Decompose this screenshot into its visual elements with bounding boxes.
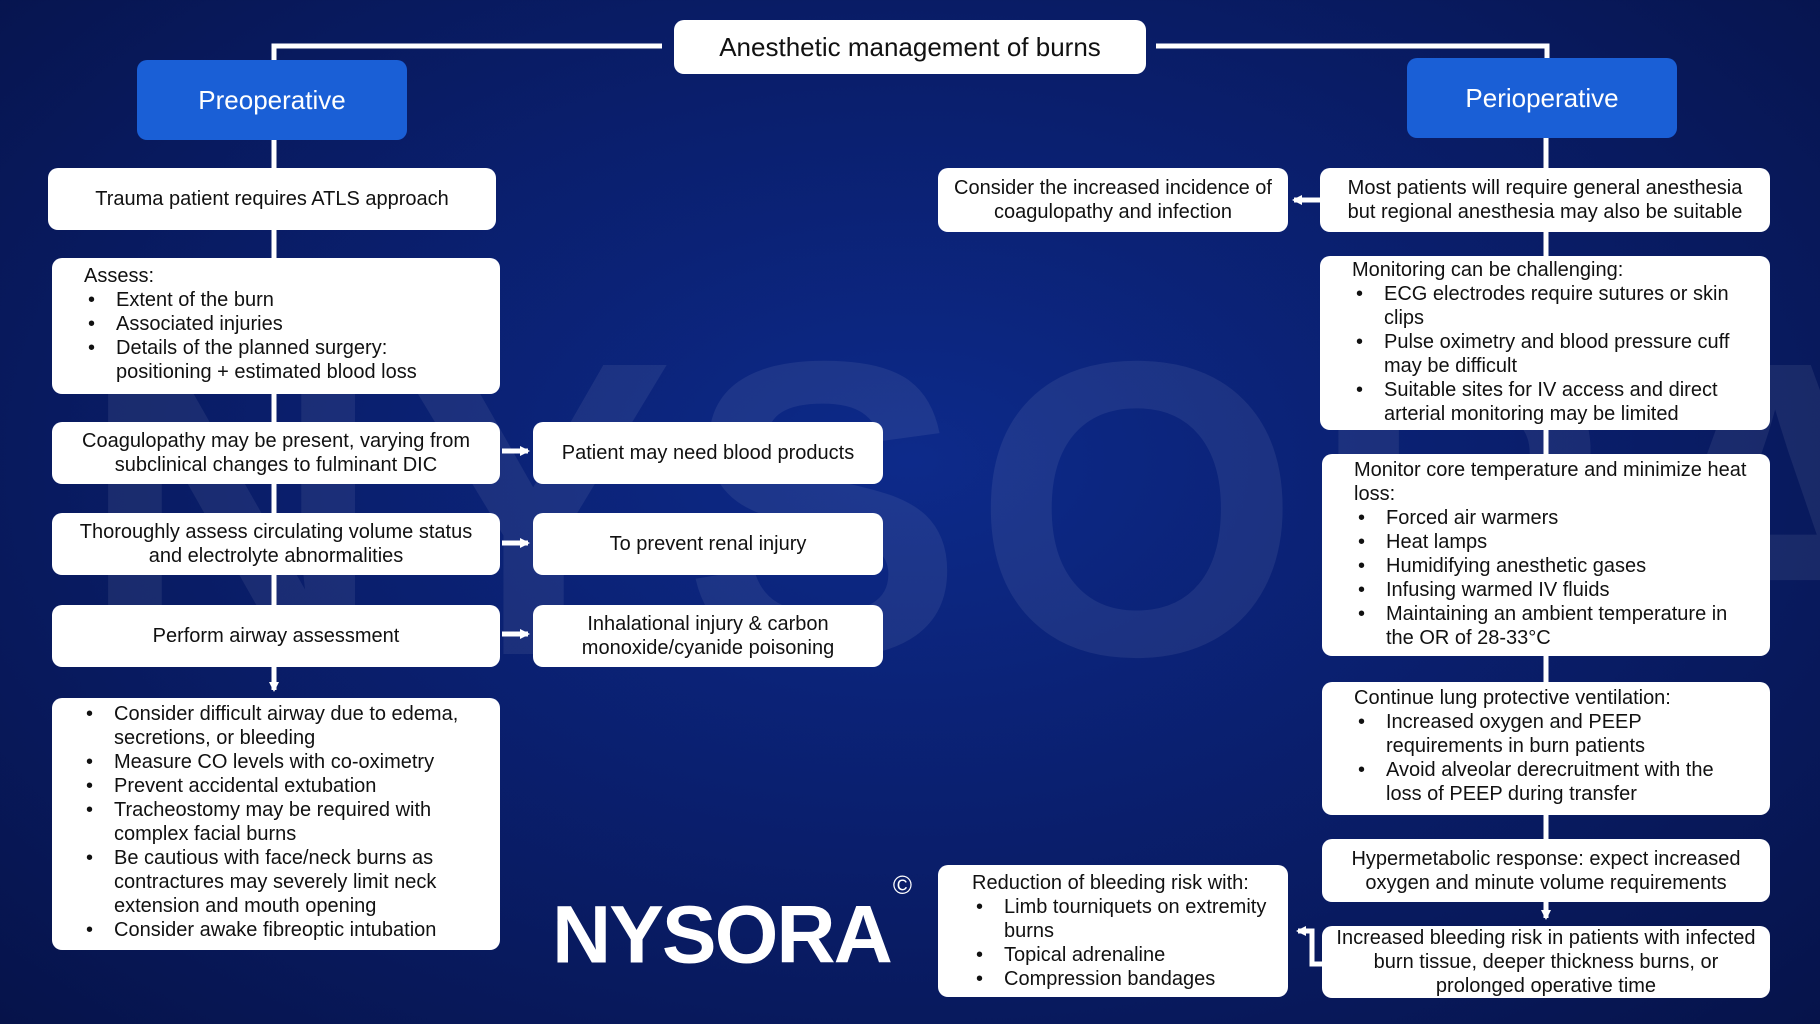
temperature-list: Forced air warmers Heat lamps Humidifyin… xyxy=(1354,506,1754,650)
bleeding-reduction-list: Limb tourniquets on extremity burns Topi… xyxy=(972,895,1272,991)
list-item: Tracheostomy may be required with comple… xyxy=(86,798,484,846)
list-item: Measure CO levels with co-oximetry xyxy=(86,750,484,774)
list-item: Limb tourniquets on extremity burns xyxy=(976,895,1272,943)
coagulopathy-infection-text: Consider the increased incidence of coag… xyxy=(954,177,1272,223)
renal-injury-box: To prevent renal injury xyxy=(533,513,883,575)
renal-injury-text: To prevent renal injury xyxy=(609,533,807,555)
bleeding-risk-text: Increased bleeding risk in patients with… xyxy=(1336,927,1756,997)
coagulopathy-infection-box: Consider the increased incidence of coag… xyxy=(938,168,1288,232)
list-item: ECG electrodes require sutures or skin c… xyxy=(1356,282,1754,330)
atls-box: Trauma patient requires ATLS approach xyxy=(48,168,496,230)
list-item: Forced air warmers xyxy=(1358,506,1754,530)
coagulopathy-text: Coagulopathy may be present, varying fro… xyxy=(82,430,470,476)
assess-box: Assess: Extent of the burn Associated in… xyxy=(52,258,500,394)
page-title: Anesthetic management of burns xyxy=(674,20,1146,74)
temperature-intro: Monitor core temperature and minimize he… xyxy=(1354,459,1747,505)
list-item: Associated injuries xyxy=(88,312,484,336)
list-item: Increased oxygen and PEEP requirements i… xyxy=(1358,710,1754,758)
airway-considerations-box: Consider difficult airway due to edema, … xyxy=(52,698,500,950)
bleeding-reduction-intro: Reduction of bleeding risk with: xyxy=(972,872,1249,894)
blood-products-box: Patient may need blood products xyxy=(533,422,883,484)
list-item: Maintaining an ambient temperature in th… xyxy=(1358,602,1754,650)
airway-list: Consider difficult airway due to edema, … xyxy=(86,702,484,942)
list-item: Prevent accidental extubation xyxy=(86,774,484,798)
general-anesthesia-text: Most patients will require general anest… xyxy=(1347,177,1743,223)
list-item: Infusing warmed IV fluids xyxy=(1358,578,1754,602)
list-item: Topical adrenaline xyxy=(976,943,1272,967)
airway-assessment-box: Perform airway assessment xyxy=(52,605,500,667)
list-item: Details of the planned surgery: position… xyxy=(88,336,484,384)
monitoring-box: Monitoring can be challenging: ECG elect… xyxy=(1320,256,1770,430)
hypermetabolic-box: Hypermetabolic response: expect increase… xyxy=(1322,839,1770,902)
monitoring-intro: Monitoring can be challenging: xyxy=(1352,259,1624,281)
assess-intro: Assess: xyxy=(84,265,155,287)
list-item: Humidifying anesthetic gases xyxy=(1358,554,1754,578)
lung-ventilation-intro: Continue lung protective ventilation: xyxy=(1354,687,1671,709)
volume-status-box: Thoroughly assess circulating volume sta… xyxy=(52,513,500,575)
list-item: Be cautious with face/neck burns as cont… xyxy=(86,846,484,918)
lung-ventilation-list: Increased oxygen and PEEP requirements i… xyxy=(1354,710,1754,806)
general-anesthesia-box: Most patients will require general anest… xyxy=(1320,168,1770,232)
list-item: Compression bandages xyxy=(976,967,1272,991)
nysora-logo: NYSORA© xyxy=(552,870,912,980)
hypermetabolic-text: Hypermetabolic response: expect increase… xyxy=(1351,847,1741,894)
bleeding-risk-box: Increased bleeding risk in patients with… xyxy=(1322,926,1770,998)
list-item: Avoid alveolar derecruitment with the lo… xyxy=(1358,758,1754,806)
perioperative-header: Perioperative xyxy=(1407,58,1677,138)
monitoring-list: ECG electrodes require sutures or skin c… xyxy=(1352,282,1754,426)
coagulopathy-box: Coagulopathy may be present, varying fro… xyxy=(52,422,500,484)
list-item: Suitable sites for IV access and direct … xyxy=(1356,378,1754,426)
copyright-mark: © xyxy=(892,870,912,900)
lung-ventilation-box: Continue lung protective ventilation: In… xyxy=(1322,682,1770,815)
bleeding-reduction-box: Reduction of bleeding risk with: Limb to… xyxy=(938,865,1288,997)
logo-text: NYSORA xyxy=(552,889,893,981)
list-item: Extent of the burn xyxy=(88,288,484,312)
blood-products-text: Patient may need blood products xyxy=(561,442,855,464)
airway-assessment-text: Perform airway assessment xyxy=(152,625,400,647)
atls-text: Trauma patient requires ATLS approach xyxy=(95,188,449,210)
preoperative-header: Preoperative xyxy=(137,60,407,140)
list-item: Heat lamps xyxy=(1358,530,1754,554)
assess-list: Extent of the burn Associated injuries D… xyxy=(84,288,484,384)
volume-status-text: Thoroughly assess circulating volume sta… xyxy=(79,521,473,567)
temperature-box: Monitor core temperature and minimize he… xyxy=(1322,454,1770,656)
inhalational-injury-box: Inhalational injury & carbon monoxide/cy… xyxy=(533,605,883,667)
list-item: Consider awake fibreoptic intubation xyxy=(86,918,484,942)
list-item: Pulse oximetry and blood pressure cuff m… xyxy=(1356,330,1754,378)
list-item: Consider difficult airway due to edema, … xyxy=(86,702,484,750)
inhalational-injury-text: Inhalational injury & carbon monoxide/cy… xyxy=(581,613,835,659)
